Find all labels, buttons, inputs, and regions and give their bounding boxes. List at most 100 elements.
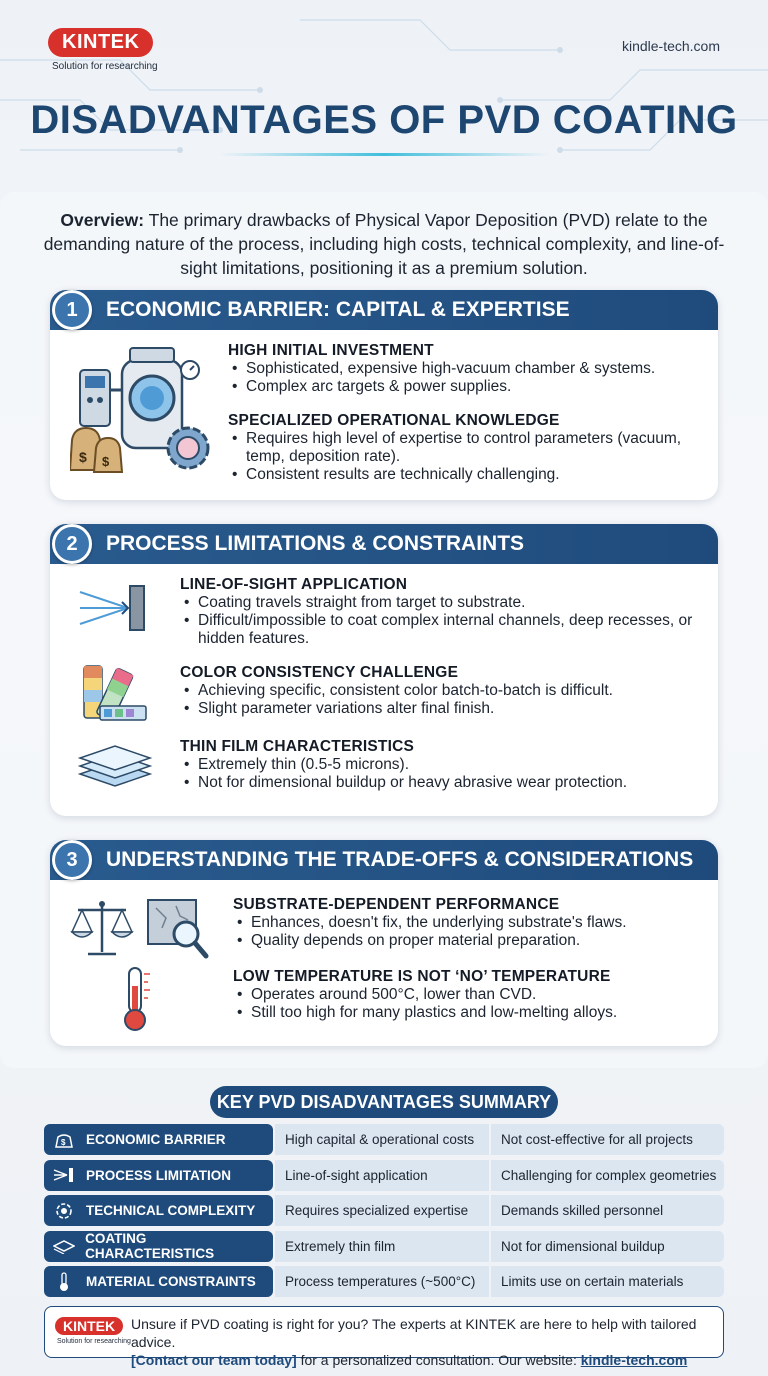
category-label: MATERIAL CONSTRAINTS — [86, 1274, 256, 1289]
summary-category: PROCESS LIMITATION — [44, 1159, 273, 1191]
summary-impact: Not cost-effective for all projects — [491, 1124, 724, 1155]
summary-category: TECHNICAL COMPLEXITY — [44, 1195, 273, 1226]
footer-intro: Unsure if PVD coating is right for you? … — [131, 1316, 697, 1350]
item-heading: SUBSTRATE-DEPENDENT PERFORMANCE — [233, 896, 560, 913]
item-color-consistency: COLOR CONSISTENCY CHALLENGE Achieving sp… — [180, 664, 710, 718]
bullet: Slight parameter variations alter final … — [180, 700, 710, 718]
item-heading: COLOR CONSISTENCY CHALLENGE — [180, 664, 459, 681]
bullet: Still too high for many plastics and low… — [233, 1004, 713, 1022]
overview-body: The primary drawbacks of Physical Vapor … — [43, 210, 725, 278]
footer-logo: KINTEK Solution for researching — [55, 1317, 131, 1345]
category-label: TECHNICAL COMPLEXITY — [86, 1203, 256, 1218]
summary-category: MATERIAL CONSTRAINTS — [44, 1266, 273, 1297]
thin-layers-icon — [77, 745, 153, 787]
item-line-of-sight: LINE-OF-SIGHT APPLICATION Coating travel… — [180, 576, 710, 648]
money-bag-icon: $ — [50, 1128, 78, 1152]
logo-text: KINTEK — [48, 28, 154, 57]
layers-icon — [50, 1234, 77, 1258]
bullet: Sophisticated, expensive high-vacuum cha… — [228, 360, 708, 378]
category-label: COATING CHARACTERISTICS — [85, 1231, 215, 1261]
page-title: DISADVANTAGES OF PVD COATING — [30, 98, 738, 142]
brain-gear-icon — [50, 1199, 78, 1223]
footer-logo-tagline: Solution for researching — [57, 1338, 131, 1345]
summary-impact: Limits use on certain materials — [491, 1266, 724, 1297]
section-header: 3 UNDERSTANDING THE TRADE-OFFS & CONSIDE… — [50, 840, 718, 880]
item-high-initial-investment: HIGH INITIAL INVESTMENT Sophisticated, e… — [228, 342, 708, 396]
table-row: MATERIAL CONSTRAINTS Process temperature… — [44, 1266, 724, 1297]
section-header: 1 ECONOMIC BARRIER: CAPITAL & EXPERTISE — [50, 290, 718, 330]
contact-footer: KINTEK Solution for researching Unsure i… — [44, 1306, 724, 1368]
summary-issue: Line-of-sight application — [275, 1159, 489, 1191]
bullet: Requires high level of expertise to cont… — [228, 430, 708, 466]
summary-issue: Extremely thin film — [275, 1230, 489, 1262]
bullet: Difficult/impossible to coat complex int… — [180, 612, 710, 648]
section-number: 1 — [52, 290, 92, 330]
thermometer-icon — [50, 1270, 78, 1294]
item-heading: LOW TEMPERATURE IS NOT ‘NO’ TEMPERATURE — [233, 968, 611, 985]
item-substrate-dependent: SUBSTRATE-DEPENDENT PERFORMANCE Enhances… — [233, 896, 713, 950]
item-thin-film: THIN FILM CHARACTERISTICS Extremely thin… — [180, 738, 710, 792]
footer-mid: for a personalized consultation. Our web… — [296, 1352, 581, 1368]
category-label: ECONOMIC BARRIER — [86, 1132, 226, 1147]
summary-impact: Challenging for complex geometries — [491, 1159, 724, 1191]
summary-category: $ ECONOMIC BARRIER — [44, 1124, 273, 1155]
bullet: Extremely thin (0.5-5 microns). — [180, 756, 710, 774]
item-low-temperature: LOW TEMPERATURE IS NOT ‘NO’ TEMPERATURE … — [233, 968, 713, 1022]
color-swatch-icon — [83, 665, 147, 721]
summary-title: KEY PVD DISADVANTAGES SUMMARY — [210, 1086, 558, 1118]
section-title: UNDERSTANDING THE TRADE-OFFS & CONSIDERA… — [106, 848, 694, 871]
website-link[interactable]: kindle-tech.com — [580, 1352, 688, 1368]
item-heading: SPECIALIZED OPERATIONAL KNOWLEDGE — [228, 412, 560, 429]
overview-label: Overview: — [60, 210, 145, 230]
line-of-sight-icon — [79, 585, 145, 631]
table-row: COATING CHARACTERISTICS Extremely thin f… — [44, 1230, 724, 1262]
balance-scale-icon — [70, 901, 134, 956]
overview-text: Overview: The primary drawbacks of Physi… — [40, 208, 728, 280]
line-of-sight-icon — [50, 1163, 78, 1187]
bullet: Coating travels straight from target to … — [180, 594, 710, 612]
summary-impact: Not for dimensional buildup — [491, 1230, 724, 1262]
kintek-logo: KINTEK Solution for researching — [48, 28, 158, 72]
vacuum-chamber-icon: $ $ — [70, 347, 210, 473]
section-number: 2 — [52, 524, 92, 564]
bullet: Complex arc targets & power supplies. — [228, 378, 708, 396]
section-header: 2 PROCESS LIMITATIONS & CONSTRAINTS — [50, 524, 718, 564]
section-number: 3 — [52, 840, 92, 880]
bullet: Quality depends on proper material prepa… — [233, 932, 713, 950]
title-underline — [220, 153, 548, 156]
section-economic-barrier: 1 ECONOMIC BARRIER: CAPITAL & EXPERTISE … — [50, 290, 718, 500]
thermometer-icon — [124, 967, 150, 1031]
summary-issue: Requires specialized expertise — [275, 1195, 489, 1226]
bullet: Operates around 500°C, lower than CVD. — [233, 986, 713, 1004]
svg-text:$: $ — [79, 449, 87, 465]
category-label: PROCESS LIMITATION — [86, 1167, 231, 1183]
bullet: Consistent results are technically chall… — [228, 466, 708, 484]
contact-link[interactable]: [Contact our team today] — [131, 1352, 297, 1368]
svg-text:$: $ — [61, 1138, 66, 1147]
item-heading: HIGH INITIAL INVESTMENT — [228, 342, 434, 359]
table-row: TECHNICAL COMPLEXITY Requires specialize… — [44, 1195, 724, 1226]
bullet: Not for dimensional buildup or heavy abr… — [180, 774, 710, 792]
site-link[interactable]: kindle-tech.com — [621, 38, 720, 54]
footer-logo-text: KINTEK — [55, 1317, 124, 1335]
bullet: Enhances, doesn't fix, the underlying su… — [233, 914, 713, 932]
item-heading: LINE-OF-SIGHT APPLICATION — [180, 576, 408, 593]
summary-table: $ ECONOMIC BARRIER High capital & operat… — [44, 1124, 724, 1302]
summary-issue: Process temperatures (~500°C) — [275, 1266, 489, 1297]
section-trade-offs: 3 UNDERSTANDING THE TRADE-OFFS & CONSIDE… — [50, 840, 718, 1046]
svg-text:$: $ — [102, 454, 110, 469]
logo-tagline: Solution for researching — [52, 61, 158, 72]
magnifier-flaw-icon — [147, 899, 209, 959]
item-heading: THIN FILM CHARACTERISTICS — [180, 738, 415, 755]
footer-text: Unsure if PVD coating is right for you? … — [131, 1315, 721, 1369]
summary-impact: Demands skilled personnel — [491, 1195, 724, 1226]
section-process-limitations: 2 PROCESS LIMITATIONS & CONSTRAINTS LINE… — [50, 524, 718, 816]
summary-category: COATING CHARACTERISTICS — [44, 1230, 273, 1262]
section-title: ECONOMIC BARRIER: CAPITAL & EXPERTISE — [106, 298, 570, 321]
table-row: $ ECONOMIC BARRIER High capital & operat… — [44, 1124, 724, 1155]
summary-issue: High capital & operational costs — [275, 1124, 489, 1155]
table-row: PROCESS LIMITATION Line-of-sight applica… — [44, 1159, 724, 1191]
circuit-background — [0, 19, 768, 153]
section-title: PROCESS LIMITATIONS & CONSTRAINTS — [106, 532, 525, 555]
bullet: Achieving specific, consistent color bat… — [180, 682, 710, 700]
